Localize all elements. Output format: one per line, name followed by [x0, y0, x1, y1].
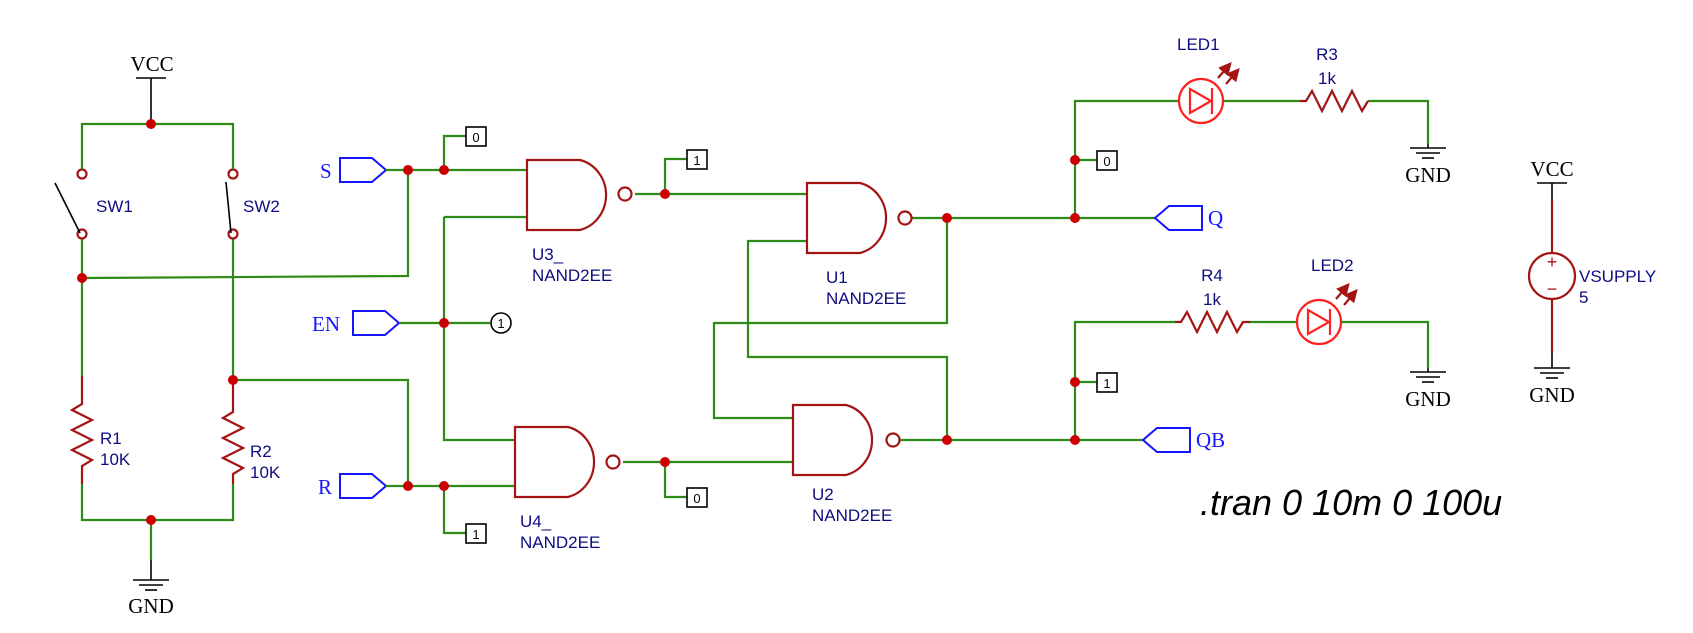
probe-value: 0 — [693, 491, 700, 506]
switch-wires — [80, 122, 410, 560]
probe-r-in[interactable]: 1 — [465, 523, 487, 544]
port-s-label: S — [320, 159, 332, 183]
u4-type: NAND2EE — [520, 533, 600, 552]
vcc-label: VCC — [1530, 157, 1573, 181]
u2-ref: U2 — [812, 485, 834, 504]
gnd-label: GND — [1529, 383, 1575, 407]
probe-qb[interactable]: 1 — [1096, 372, 1118, 393]
u3-ref: U3_ — [532, 245, 564, 264]
port-q[interactable]: Q — [1153, 205, 1223, 231]
gnd-symbol-supply: GND — [1529, 352, 1575, 407]
resistor-r1[interactable]: R1 10K — [69, 376, 131, 484]
gnd-label: GND — [1405, 163, 1451, 187]
junction-dots — [77, 119, 1080, 525]
r2-ref: R2 — [250, 442, 272, 461]
probe-value: 1 — [1103, 376, 1110, 391]
u1-type: NAND2EE — [826, 289, 906, 308]
u4-ref: U4_ — [520, 512, 552, 531]
probe-value: 1 — [693, 153, 700, 168]
vsupply-value: 5 — [1579, 288, 1588, 307]
gnd-label: GND — [1405, 387, 1451, 411]
vcc-label: VCC — [130, 52, 173, 76]
port-qb-label: QB — [1196, 428, 1225, 452]
spice-directive[interactable]: .tran 0 10m 0 100u — [1200, 482, 1502, 523]
r4-ref: R4 — [1201, 266, 1223, 285]
gate-u3[interactable]: U3_ NAND2EE — [525, 158, 633, 285]
switch-sw2[interactable]: SW2 — [225, 160, 280, 240]
probe-value: 1 — [472, 527, 479, 542]
r4-value: 1k — [1203, 290, 1221, 309]
vsupply-ref: VSUPPLY — [1579, 267, 1656, 286]
sw1-label: SW1 — [96, 197, 133, 216]
led1-label: LED1 — [1177, 35, 1220, 54]
port-en[interactable]: EN — [312, 310, 401, 336]
port-q-label: Q — [1208, 206, 1223, 230]
led2-label: LED2 — [1311, 256, 1354, 275]
port-r-label: R — [318, 475, 332, 499]
port-s[interactable]: S — [320, 157, 388, 183]
port-qb[interactable]: QB — [1141, 427, 1225, 453]
sw2-label: SW2 — [243, 197, 280, 216]
probe-value: 0 — [1103, 154, 1110, 169]
resistor-r3[interactable]: R3 1k — [1300, 45, 1369, 114]
probe-s-in[interactable]: 0 — [465, 126, 487, 147]
r3-value: 1k — [1318, 69, 1336, 88]
gnd-symbol-r4: GND — [1405, 368, 1451, 411]
led-led1[interactable]: LED1 — [1177, 35, 1240, 125]
minus-sign: − — [1547, 279, 1558, 299]
port-r[interactable]: R — [318, 473, 388, 499]
u2-type: NAND2EE — [812, 506, 892, 525]
u3-type: NAND2EE — [532, 266, 612, 285]
gnd-symbol-r3: GND — [1405, 144, 1451, 187]
r3-ref: R3 — [1316, 45, 1338, 64]
probe-value: 0 — [472, 130, 479, 145]
led-led2[interactable]: LED2 — [1295, 256, 1358, 346]
resistor-r4[interactable]: R4 1k — [1175, 266, 1250, 335]
voltage-source-vsupply[interactable]: + − VSUPPLY 5 — [1527, 200, 1656, 352]
led1-chain-wires — [1158, 99, 1430, 144]
u1-ref: U1 — [826, 268, 848, 287]
vcc-symbol-left: VCC — [130, 52, 174, 122]
probe-q[interactable]: 0 — [1096, 150, 1118, 171]
gate-u2[interactable]: U2 NAND2EE — [791, 403, 901, 525]
resistor-r2[interactable]: R2 10K — [220, 376, 281, 484]
gnd-label: GND — [128, 594, 174, 618]
gnd-symbol-left: GND — [128, 560, 174, 618]
probe-u4-out[interactable]: 0 — [686, 487, 708, 508]
vcc-symbol-right: VCC — [1530, 157, 1574, 200]
switch-sw1[interactable]: SW1 — [54, 160, 133, 240]
r2-value: 10K — [250, 463, 281, 482]
probe-u3-out[interactable]: 1 — [686, 149, 708, 170]
gate-u4[interactable]: U4_ NAND2EE — [513, 425, 621, 552]
probe-en[interactable]: 1 — [490, 312, 512, 334]
r1-value: 10K — [100, 450, 131, 469]
logic-wires — [386, 99, 1175, 535]
r1-ref: R1 — [100, 429, 122, 448]
port-en-label: EN — [312, 312, 340, 336]
plus-sign: + — [1547, 252, 1558, 272]
led2-chain-wires — [1250, 320, 1430, 368]
gate-u1[interactable]: U1 NAND2EE — [805, 181, 913, 308]
probe-value: 1 — [497, 316, 504, 331]
